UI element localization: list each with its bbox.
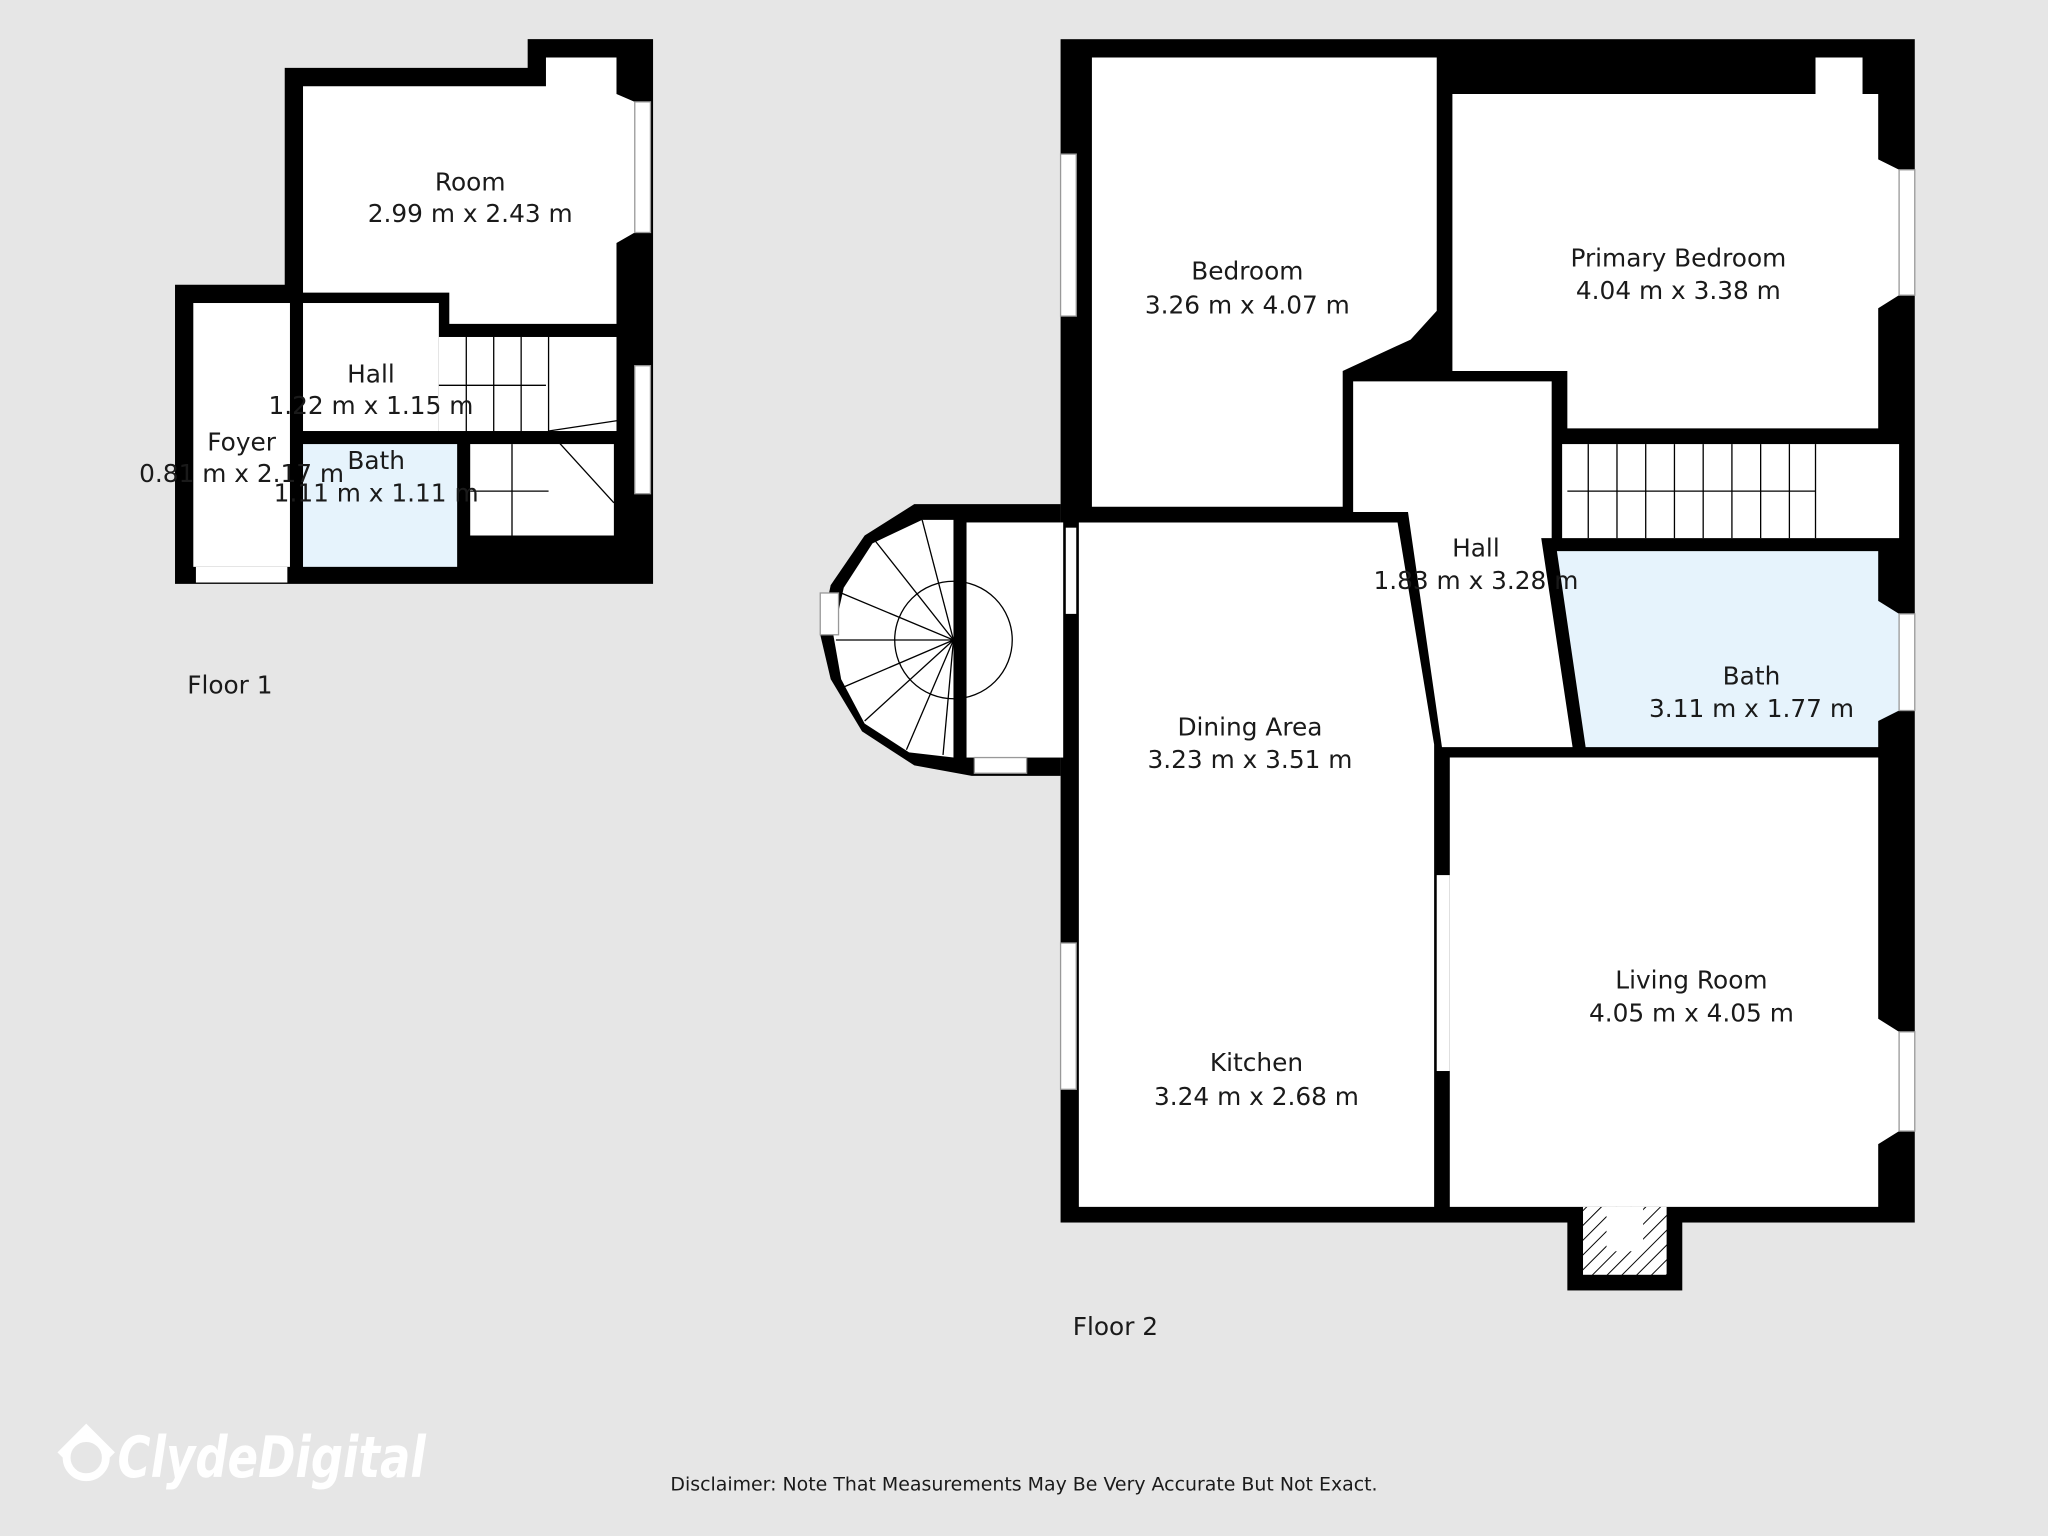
staircase-1a [438,336,617,432]
room-label: Room [435,168,506,197]
living-room-area [1449,757,1900,1207]
room-dimensions: 4.04 m x 3.38 m [1576,276,1781,305]
bedroom-area [1091,57,1437,507]
room-dimensions: 1.22 m x 1.15 m [268,391,473,420]
spiral-stair-area [833,519,954,758]
room-label: Kitchen [1210,1048,1303,1077]
window [634,101,652,234]
floor-label: Floor 1 [187,671,272,700]
room-label: Hall [347,360,395,389]
room-dimensions: 1.83 m x 3.28 m [1373,566,1578,595]
spiral-stair-treads [835,519,1013,755]
room-dimensions: 3.23 m x 3.51 m [1147,745,1352,774]
hall-1-area [303,303,439,432]
house-camera-icon [57,1423,115,1482]
window [1898,1031,1916,1132]
room-dimensions: 4.05 m x 4.05 m [1589,998,1794,1027]
room-label: Bath [1723,661,1781,690]
floor-label: Floor 2 [1073,1312,1158,1341]
room-label: Dining Area [1177,712,1322,741]
room-label: Living Room [1615,966,1767,995]
bath-1-area [303,444,458,567]
floor-2-plan: Bedroom 3.26 m x 4.07 m Primary Bedroom … [819,39,1916,1341]
bath-2-area [1556,551,1900,748]
window [1059,153,1077,317]
doorway [1436,875,1450,1072]
room-label: Hall [1452,533,1500,562]
room-dimensions: 3.26 m x 4.07 m [1145,290,1350,319]
foyer-area [193,303,290,567]
room-label: Bath [347,446,405,475]
room-label: Bedroom [1191,257,1303,286]
room-1-area [303,57,635,324]
window [1059,942,1077,1090]
room-dimensions: 3.24 m x 2.68 m [1154,1082,1359,1111]
room-dimensions: 0.81 m x 2.17 m [139,459,344,488]
primary-bedroom-area [1452,57,1900,429]
window [973,756,1028,774]
dining-kitchen-area [1078,522,1435,1207]
window [634,365,652,495]
logo-text: ClydeDigital [118,1424,427,1491]
window [819,592,840,636]
doorway [1065,527,1077,614]
stair-treads-2 [1567,444,1817,539]
room-dimensions: 2.99 m x 2.43 m [368,199,573,228]
stair-treads-1 [438,336,635,536]
room-dimensions: 1.11 m x 1.11 m [274,479,479,508]
fireplace-flue [1606,1206,1644,1252]
landing-area [966,522,1064,758]
window [1898,613,1916,712]
entrance-door [195,566,288,583]
disclaimer: Disclaimer: Note That Measurements May B… [670,1473,1377,1495]
room-label: Primary Bedroom [1570,243,1786,272]
floor-1-plan: Room 2.99 m x 2.43 m Hall 1.22 m x 1.15 … [139,39,654,700]
room-label: Foyer [207,428,276,457]
hall-2-area [1353,381,1573,748]
staircase-1b [470,444,614,536]
window [1898,169,1916,296]
room-dimensions: 3.11 m x 1.77 m [1649,694,1854,723]
clydedigital-logo: ClydeDigital [57,1423,427,1491]
